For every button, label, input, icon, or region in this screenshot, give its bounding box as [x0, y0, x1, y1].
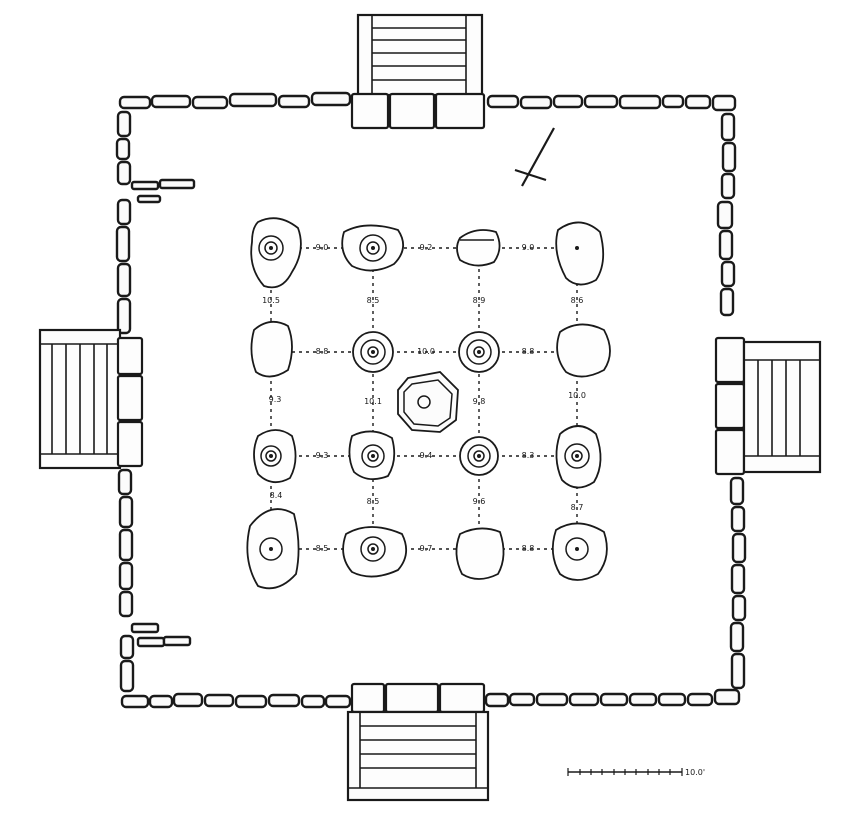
row-dim: 9.2 [420, 243, 433, 252]
pier [555, 425, 602, 489]
row-dim: 8.8 [316, 347, 329, 356]
col-dim: 8.5 [367, 296, 380, 305]
row-dim: 8.5 [316, 544, 329, 553]
pier [352, 331, 394, 373]
stair-top [350, 13, 486, 130]
pier-grid [270, 247, 578, 550]
pier [341, 224, 404, 272]
row-dim: 8.8 [522, 544, 535, 553]
col-dim: 8.5 [367, 497, 380, 506]
row-dim: 9.0 [522, 243, 535, 252]
scale-label: 10.0' [685, 768, 705, 777]
pier [551, 522, 608, 581]
col-dim: 8.7 [571, 503, 584, 512]
pier [250, 320, 293, 378]
col-dim: 9.8 [473, 397, 486, 406]
row-dim: 9.4 [420, 451, 433, 460]
col-dim: 9.6 [473, 497, 486, 506]
row-dim: 9.0 [316, 243, 329, 252]
pier [246, 508, 300, 590]
scale-bar: 10.0' [567, 768, 705, 777]
pier [458, 331, 500, 373]
pier [250, 217, 302, 289]
stair-right [714, 336, 822, 476]
col-dim: 8.6 [571, 296, 584, 305]
north-arrow-icon [514, 127, 555, 187]
stair-bottom [346, 682, 490, 802]
row-dimensions: 9.0 9.2 9.0 8.8 10.0 8.8 9.3 9.4 8.3 8.5… [316, 243, 535, 553]
pier [555, 221, 605, 286]
col-dim: 8.4 [270, 491, 283, 500]
pier [342, 526, 408, 578]
pier [455, 527, 505, 580]
row-dim: 9.3 [316, 451, 329, 460]
piers [246, 217, 611, 590]
pier [348, 430, 396, 481]
row-dim: 8.8 [522, 347, 535, 356]
outer-wall [115, 91, 747, 709]
central-altar [397, 371, 459, 433]
col-dim: 9.3 [269, 395, 282, 404]
col-dim: 10.1 [364, 397, 382, 406]
row-dim: 10.0 [417, 347, 435, 356]
col-dim: 10.5 [262, 296, 280, 305]
col-dim: 10.0 [568, 391, 586, 400]
column-dimensions: 10.5 9.3 8.4 8.5 10.1 8.5 8.9 9.8 9.6 8.… [262, 296, 586, 512]
pier [459, 436, 499, 476]
pier [456, 229, 501, 267]
row-dim: 9.7 [420, 544, 433, 553]
stair-left [38, 328, 144, 470]
col-dim: 8.9 [473, 296, 486, 305]
pier [253, 429, 297, 484]
row-dim: 8.3 [522, 451, 535, 460]
pier [556, 323, 611, 378]
